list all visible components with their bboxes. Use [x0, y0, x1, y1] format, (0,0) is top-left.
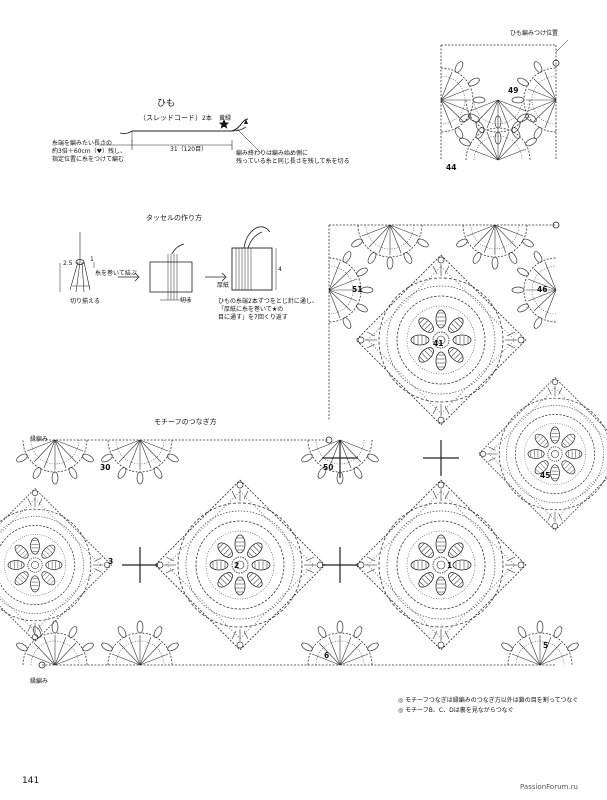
thread-cord-diagram — [100, 118, 263, 155]
tassel-note-line-3: 目に通す」を7回くり返す — [218, 314, 288, 321]
tassel-size-4: 4 — [278, 266, 282, 273]
motif-number-1: 1 — [447, 561, 453, 570]
tassel-cardboard: 厚紙 — [217, 282, 230, 289]
himo-note-right: 編み終わりは編み始め側に 残っている糸と同じ長さを残して糸を切る — [236, 150, 350, 166]
tassel-note: ひもの糸端2本ずつをとじ針に通し、 「厚紙に糸を巻いて★の 目に通す」を7回くり… — [218, 298, 318, 322]
himo-note-left-line-3: 指定位置に糸をつけて編む — [52, 156, 125, 163]
motif-number-30: 30 — [100, 463, 111, 472]
watermark: PassionForum.ru — [520, 783, 578, 791]
motif-number-6: 6 — [324, 651, 330, 660]
motif-number-41: 41 — [433, 339, 444, 348]
himo-color: 黄緑 — [219, 115, 232, 122]
note-1: ◎ モチーフつなぎは縁編みのつなぎ方以外は鎖の目を割ってつなぐ — [398, 697, 579, 704]
motif-assembly-diagram — [0, 39, 607, 669]
tassel-note-line-2: 「厚紙に糸を巻いて★の — [218, 306, 284, 313]
motif-number-49: 49 — [508, 86, 519, 95]
himo-strands: 2本 — [202, 115, 212, 122]
motif-number-2: 2 — [234, 561, 240, 570]
motif-number-51: 51 — [352, 285, 363, 294]
himo-subtitle: （スレッドコード） — [139, 114, 202, 122]
motif-number-45: 45 — [540, 471, 551, 480]
star-icon — [218, 119, 230, 129]
himo-note-left-line-2: 約3倍＋60cm（♥）残し、 — [52, 148, 126, 155]
tassel-cut-label: 切り揃える — [70, 298, 100, 305]
motif-number-46: 46 — [537, 285, 548, 294]
motif-number-3: 3 — [108, 557, 114, 566]
himo-title: ひも — [157, 99, 176, 109]
himo-note-left-line-1: 糸端を編みたい長さの — [52, 140, 113, 147]
tassel-size-25: 2.5 — [63, 260, 73, 267]
himo-length: 31（120目） — [170, 146, 208, 153]
note-2: ◎ モチーフB、C、Dは裏を見ながらつなぐ — [398, 707, 514, 714]
himo-note-left: 糸端を編みたい長さの 約3倍＋60cm（♥）残し、 指定位置に糸をつけて編む — [52, 140, 126, 164]
edging-bottom-label: 縁編み — [30, 678, 49, 685]
tassel-title: タッセルの作り方 — [146, 214, 202, 222]
tassel-cut: 切る — [180, 297, 193, 304]
motif-number-50: 50 — [323, 463, 334, 472]
motif-title: モチーフのつなぎ方 — [154, 418, 217, 426]
page-number: 141 — [22, 776, 40, 786]
tassel-wrap-label: 糸を巻いて結ぶ — [95, 270, 137, 277]
himo-note-right-line-1: 編み終わりは編み始め側に — [236, 150, 309, 157]
motif-number-5: 5 — [543, 641, 549, 650]
tassel-note-line-1: ひもの糸端2本ずつをとじ針に通し、 — [218, 298, 318, 305]
tassel-steps-diagram — [59, 226, 277, 301]
himo-position-label: ひも編みつけ位置 — [510, 30, 559, 37]
himo-note-right-line-2: 残っている糸と同じ長さを残して糸を切る — [236, 158, 350, 165]
edging-top-label: 縁編み — [30, 436, 49, 443]
tassel-size-1: 1 — [90, 256, 94, 263]
motif-number-44: 44 — [446, 163, 457, 172]
